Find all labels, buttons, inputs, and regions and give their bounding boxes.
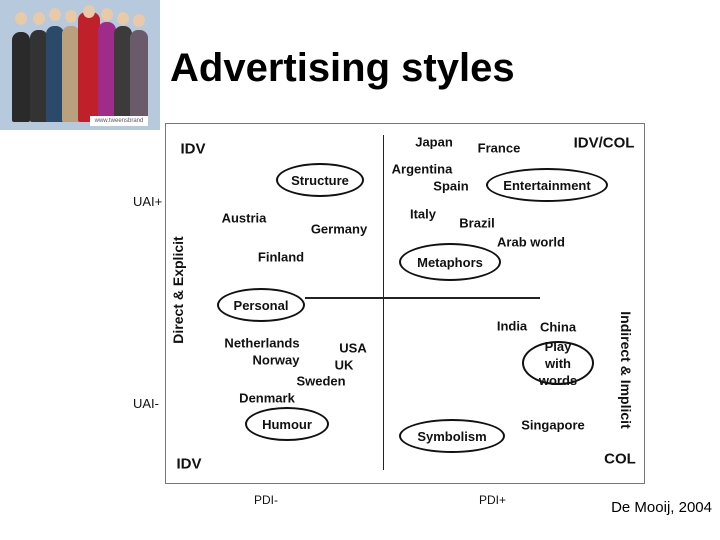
style-symbolism: Symbolism (399, 419, 505, 453)
uai-minus-label: UAI- (133, 396, 159, 411)
pdi-minus-label: PDI- (254, 493, 278, 507)
country-france: France (477, 140, 521, 156)
country-india: India (496, 318, 528, 334)
horizontal-axis-line (305, 297, 540, 299)
uai-plus-label: UAI+ (133, 194, 163, 209)
country-china: China (539, 319, 577, 335)
style-personal: Personal (217, 288, 305, 322)
vertical-axis-line (383, 135, 384, 470)
photo-caption: www.tweensbrand (90, 116, 148, 126)
quadrant-label-idv-bottom: IDV (176, 455, 202, 473)
indirect-implicit-label: Indirect & Implicit (618, 311, 634, 429)
diagram-frame (165, 123, 645, 484)
quadrant-label-idv-top: IDV (180, 140, 206, 158)
style-humour: Humour (245, 407, 329, 441)
country-brazil: Brazil (459, 215, 495, 231)
country-finland: Finland (257, 249, 305, 265)
direct-explicit-label: Direct & Explicit (170, 236, 186, 344)
country-singapore: Singapore (521, 417, 585, 433)
style-metaphors: Metaphors (399, 243, 501, 281)
country-norway: Norway (252, 352, 300, 368)
country-argentina: Argentina (391, 161, 453, 177)
country-germany: Germany (310, 221, 368, 237)
pdi-plus-label: PDI+ (479, 493, 507, 507)
style-structure: Structure (276, 163, 364, 197)
country-italy: Italy (409, 206, 437, 222)
country-usa: USA (339, 340, 367, 356)
quadrant-label-idv-col: IDV/COL (573, 134, 635, 152)
source-credit: De Mooij, 2004 (611, 499, 712, 516)
country-spain: Spain (433, 178, 469, 194)
group-photo: www.tweensbrand (0, 0, 160, 130)
country-netherlands: Netherlands (224, 335, 300, 351)
country-uk: UK (334, 357, 354, 373)
country-austria: Austria (221, 210, 267, 226)
country-japan: Japan (415, 134, 453, 150)
country-denmark: Denmark (239, 390, 295, 406)
slide-title: Advertising styles (170, 46, 515, 90)
style-play-with-words: Play with words (522, 339, 594, 388)
country-arab-world: Arab world (497, 234, 565, 250)
quadrant-label-col: COL (604, 450, 636, 468)
style-entertainment: Entertainment (486, 168, 608, 202)
country-sweden: Sweden (296, 373, 346, 389)
